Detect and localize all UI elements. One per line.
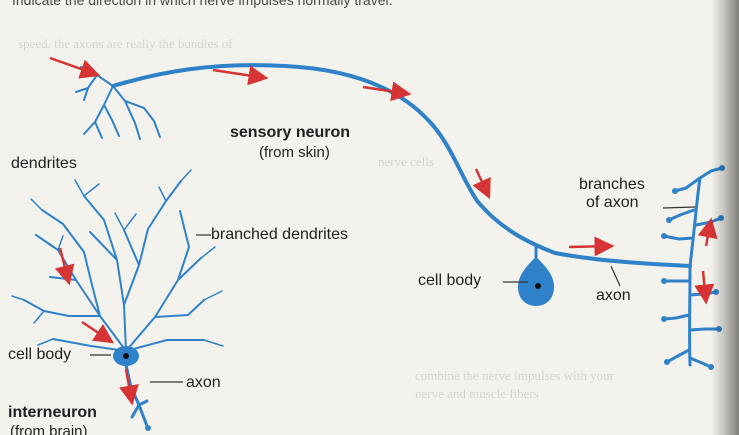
sensory-nucleus: [535, 283, 541, 289]
interneuron-terminal-knob: [145, 425, 151, 431]
sensory-axon-label: axon: [596, 287, 631, 305]
impulse-arrow: [569, 246, 612, 247]
axon-leader-line: [611, 266, 620, 286]
sensory-cell-body-label: cell body: [418, 272, 481, 290]
impulse-arrow: [50, 58, 98, 75]
impulse-arrow: [703, 271, 706, 302]
dendrites-label: dendrites: [11, 155, 77, 173]
page-edge-shadow: [711, 0, 739, 435]
sensory-neuron: [76, 65, 722, 367]
interneuron-axon-label: axon: [186, 374, 221, 392]
interneuron-label: interneuron: [8, 404, 97, 422]
interneuron-dendritic-tree: [24, 181, 204, 351]
impulse-arrows: [50, 58, 711, 403]
sensory-axon: [113, 65, 690, 266]
interneuron-nucleus: [123, 353, 129, 359]
interneuron-fine-branches: [12, 170, 223, 346]
interneuron-axon: [126, 365, 147, 426]
axon-branches-leader-line: [663, 207, 695, 208]
interneuron-cell-body-label: cell body: [8, 346, 71, 364]
interneuron-source-label: (from brain): [10, 423, 88, 435]
sensory-neuron-label: sensory neuron: [230, 124, 350, 142]
impulse-arrow: [213, 70, 266, 78]
axon-branches-label-bottom: of axon: [586, 194, 638, 212]
impulse-arrow: [476, 169, 489, 197]
branched-dendrites-label: branched dendrites: [211, 226, 348, 244]
axon-branches-label-top: branches: [579, 176, 645, 194]
sensory-neuron-source-label: (from skin): [259, 144, 330, 162]
